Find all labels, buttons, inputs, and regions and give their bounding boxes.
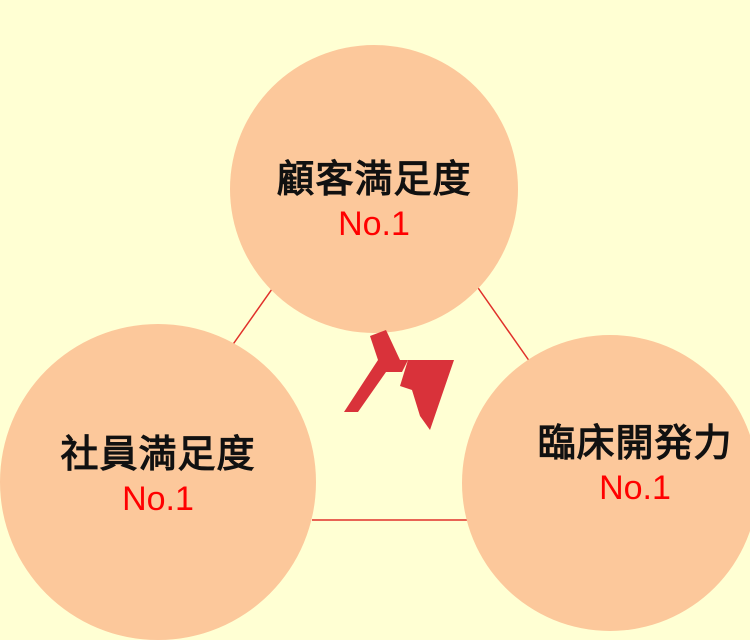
circle-clinical-development: 臨床開発力 No.1 (462, 335, 750, 631)
circle-content: 顧客満足度 No.1 (276, 155, 471, 245)
circle-customer-satisfaction: 顧客満足度 No.1 (230, 45, 518, 333)
circle-content: 臨床開発力 No.1 (537, 419, 732, 509)
node-rank: No.1 (338, 205, 410, 243)
circle-employee-satisfaction: 社員満足度 No.1 (0, 324, 316, 640)
node-rank: No.1 (122, 480, 194, 518)
logo-mark-icon (344, 330, 454, 430)
node-title: 顧客満足度 (276, 157, 472, 201)
node-title: 臨床開発力 (537, 421, 733, 465)
node-rank: No.1 (599, 469, 671, 507)
circle-content: 社員満足度 No.1 (60, 430, 255, 520)
node-title: 社員満足度 (60, 432, 256, 476)
